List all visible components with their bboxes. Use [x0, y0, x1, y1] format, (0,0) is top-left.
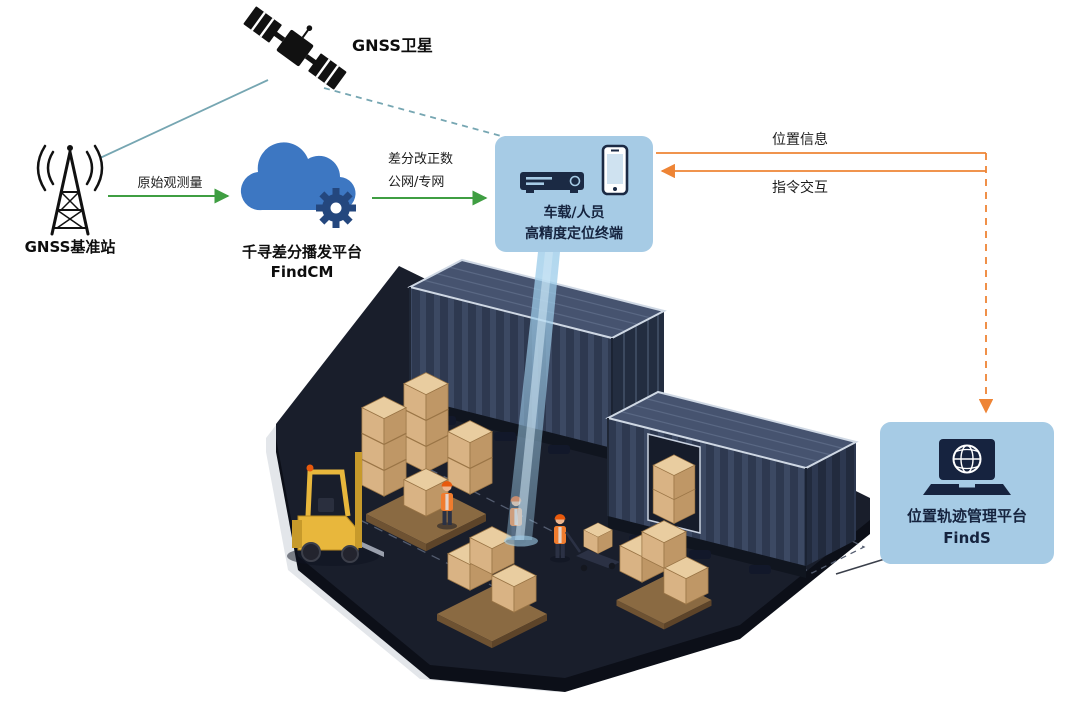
cloud-gear-icon: [228, 128, 368, 238]
shipping-container-2: [605, 390, 859, 578]
terminal-label-line2: 高精度定位终端: [525, 226, 623, 242]
pallet-jack: [564, 522, 620, 572]
cloud-platform-label: 千寻差分播发平台: [241, 243, 362, 261]
management-platform-label-line1: 位置轨迹管理平台: [906, 506, 1027, 525]
green-data-arrows: [108, 188, 488, 206]
positioning-beam: [504, 252, 560, 547]
terminal-panel: 车载/人员 高精度定位终端: [495, 136, 653, 252]
cloud-platform-name: FindCM: [270, 263, 334, 281]
satellite-basestation-link-line: [99, 79, 269, 159]
gear-icon: [316, 188, 356, 228]
management-platform-label-line2: FindS: [943, 529, 991, 547]
position-info-label: 位置信息: [772, 132, 828, 148]
terminal-label-line1: 车载/人员: [543, 205, 605, 222]
vehicle-receiver-icon: [520, 172, 584, 194]
radio-tower-icon: [28, 142, 112, 246]
satellite-links: [99, 79, 517, 159]
base-station-label: GNSS基准站: [24, 238, 116, 256]
orange-data-flows: [656, 152, 994, 414]
forklift: [287, 452, 384, 566]
finds-callout-line: [835, 557, 889, 575]
smartphone-icon: [601, 144, 629, 196]
gnss-satellite-icon: [238, 2, 353, 97]
correction-label-line2: 公网/专网: [388, 175, 445, 190]
laptop-globe-icon: [923, 438, 1011, 495]
warehouse-scene: [266, 252, 870, 692]
satellite-terminal-link-line: [323, 87, 517, 141]
raw-observation-label: 原始观测量: [137, 176, 203, 191]
command-interaction-label: 指令交互: [772, 180, 828, 196]
correction-label-line1: 差分改正数: [388, 152, 454, 167]
satellite-label: GNSS卫星: [352, 36, 433, 55]
management-platform-panel: 位置轨迹管理平台 FindS: [880, 422, 1054, 564]
